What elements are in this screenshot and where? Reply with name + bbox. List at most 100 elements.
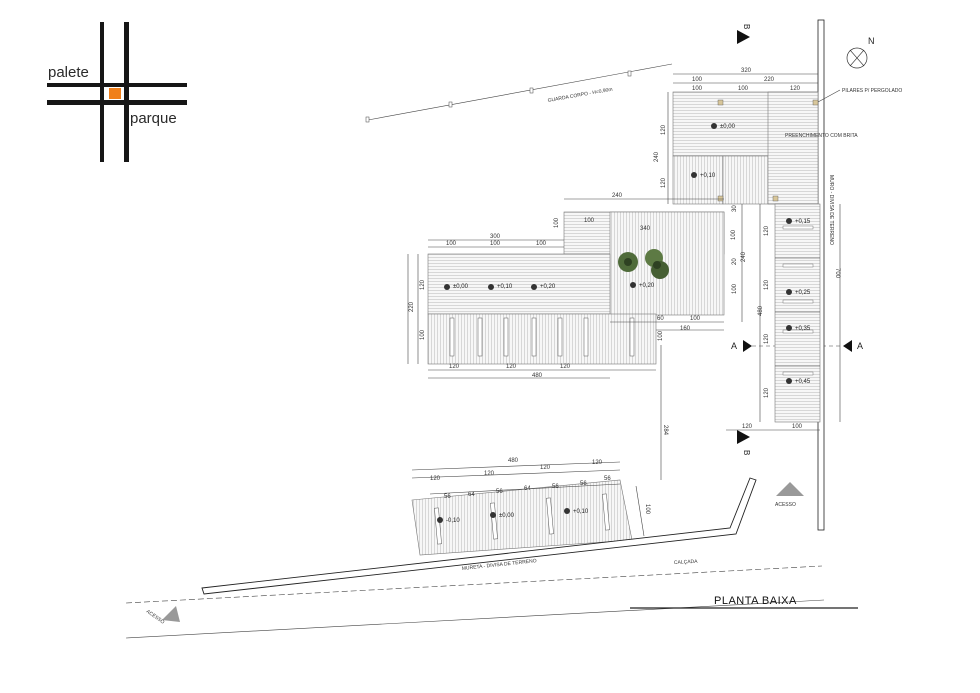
svg-text:30: 30 bbox=[732, 205, 738, 212]
svg-text:100: 100 bbox=[792, 424, 803, 430]
logo-word-top: palete bbox=[48, 64, 89, 81]
svg-text:B: B bbox=[742, 450, 751, 455]
svg-text:+0,25: +0,25 bbox=[795, 290, 811, 296]
svg-text:±0,00: ±0,00 bbox=[720, 124, 736, 130]
svg-text:+0,10: +0,10 bbox=[700, 173, 716, 179]
svg-text:240: 240 bbox=[654, 151, 660, 162]
brita-label: PREENCHIMENTO COM BRITA bbox=[785, 133, 858, 139]
deck-top: PREENCHIMENTO COM BRITA PILARES P/ PERGO… bbox=[672, 88, 902, 205]
svg-text:100: 100 bbox=[536, 241, 547, 247]
svg-text:A: A bbox=[731, 341, 737, 351]
svg-text:120: 120 bbox=[560, 364, 571, 370]
logo-word-bottom: parque bbox=[130, 110, 177, 127]
svg-text:56: 56 bbox=[496, 489, 503, 495]
svg-text:±0,00: ±0,00 bbox=[453, 284, 469, 290]
svg-text:100: 100 bbox=[420, 329, 426, 340]
svg-text:100: 100 bbox=[554, 217, 560, 228]
level-marker: ±0,00 bbox=[444, 284, 469, 290]
deck-center bbox=[427, 211, 725, 365]
svg-text:160: 160 bbox=[680, 326, 691, 332]
dimension-labels: 320 100 220 100 100 120 120 240 120 240 … bbox=[409, 68, 840, 515]
svg-text:100: 100 bbox=[490, 241, 501, 247]
logo-accent-square bbox=[109, 88, 121, 99]
level-marker: +0,25 bbox=[786, 289, 811, 296]
level-markers: ±0,00 +0,10 ±0,00 +0,10 +0,20 +0,20 +0,1… bbox=[437, 123, 811, 524]
svg-text:ACESSO: ACESSO bbox=[775, 502, 796, 508]
svg-text:100: 100 bbox=[692, 77, 703, 83]
svg-text:240: 240 bbox=[741, 251, 747, 262]
svg-text:340: 340 bbox=[640, 226, 651, 232]
svg-text:120: 120 bbox=[484, 471, 495, 477]
level-marker: ±0,00 bbox=[711, 123, 736, 130]
brand-logo: palete parque bbox=[47, 22, 187, 162]
level-marker: ±0,00 bbox=[490, 512, 515, 519]
svg-text:ACESSO: ACESSO bbox=[145, 609, 166, 626]
svg-text:120: 120 bbox=[661, 124, 667, 135]
svg-text:60: 60 bbox=[657, 316, 664, 322]
svg-text:120: 120 bbox=[506, 364, 517, 370]
svg-text:120: 120 bbox=[592, 460, 603, 466]
pilares-label: PILARES P/ PERGOLADO bbox=[842, 88, 902, 94]
svg-text:120: 120 bbox=[764, 387, 770, 398]
calcada-label: CALÇADA bbox=[674, 559, 699, 566]
svg-text:64: 64 bbox=[468, 492, 475, 498]
deck-ramp bbox=[774, 203, 821, 423]
level-marker: +0,10 bbox=[691, 172, 716, 179]
level-marker: +0,15 bbox=[786, 218, 811, 225]
drawing-title: PLANTA BAIXA bbox=[714, 595, 797, 607]
level-marker: +0,35 bbox=[786, 325, 811, 332]
access-right: ACESSO bbox=[775, 482, 804, 508]
svg-text:56: 56 bbox=[580, 481, 587, 487]
north-arrow: N bbox=[846, 36, 875, 69]
svg-text:120: 120 bbox=[661, 177, 667, 188]
svg-text:220: 220 bbox=[764, 77, 775, 83]
svg-text:20: 20 bbox=[732, 258, 738, 265]
svg-text:MURO - DIVISA DE TERRENO: MURO - DIVISA DE TERRENO bbox=[828, 175, 834, 245]
section-mark-a-left: A bbox=[731, 340, 752, 352]
drawing-title-block: PLANTA BAIXA bbox=[630, 595, 858, 609]
svg-text:100: 100 bbox=[644, 504, 650, 515]
svg-text:+0,45: +0,45 bbox=[795, 379, 811, 385]
level-marker: +0,10 bbox=[564, 508, 589, 515]
svg-text:+0,15: +0,15 bbox=[795, 219, 811, 225]
svg-text:100: 100 bbox=[446, 241, 457, 247]
svg-text:+0,20: +0,20 bbox=[540, 284, 556, 290]
svg-text:+0,10: +0,10 bbox=[573, 509, 589, 515]
svg-text:120: 120 bbox=[764, 225, 770, 236]
bench-slots bbox=[449, 317, 635, 357]
section-mark-b-top: B bbox=[737, 24, 751, 44]
section-mark-b-bottom: B bbox=[737, 430, 751, 455]
svg-text:100: 100 bbox=[732, 283, 738, 294]
deck-bottom bbox=[411, 479, 633, 556]
svg-text:56: 56 bbox=[604, 476, 611, 482]
svg-text:480: 480 bbox=[532, 373, 543, 379]
svg-text:120: 120 bbox=[449, 364, 460, 370]
sidewalk: CALÇADA bbox=[125, 559, 825, 639]
svg-text:120: 120 bbox=[540, 465, 551, 471]
level-marker: +0,20 bbox=[531, 284, 556, 290]
svg-text:100: 100 bbox=[658, 330, 664, 341]
svg-text:+0,20: +0,20 bbox=[639, 283, 655, 289]
svg-text:100: 100 bbox=[692, 86, 703, 92]
palm-plants bbox=[618, 249, 669, 279]
svg-text:+0,35: +0,35 bbox=[795, 326, 811, 332]
svg-text:300: 300 bbox=[490, 234, 501, 240]
svg-text:120: 120 bbox=[420, 279, 426, 290]
dimension-lines bbox=[407, 73, 841, 537]
svg-text:120: 120 bbox=[742, 424, 753, 430]
level-marker: -0,10 bbox=[437, 517, 460, 524]
svg-text:120: 120 bbox=[430, 476, 441, 482]
north-label: N bbox=[868, 36, 875, 46]
svg-text:284: 284 bbox=[662, 425, 668, 436]
svg-text:100: 100 bbox=[738, 86, 749, 92]
svg-text:100: 100 bbox=[584, 218, 595, 224]
svg-text:240: 240 bbox=[612, 193, 623, 199]
svg-text:A: A bbox=[857, 341, 863, 351]
svg-text:64: 64 bbox=[524, 486, 531, 492]
svg-text:56: 56 bbox=[552, 484, 559, 490]
section-mark-a-right: A bbox=[843, 340, 863, 352]
svg-text:120: 120 bbox=[790, 86, 801, 92]
svg-text:100: 100 bbox=[731, 229, 737, 240]
svg-text:±0,00: ±0,00 bbox=[499, 513, 515, 519]
